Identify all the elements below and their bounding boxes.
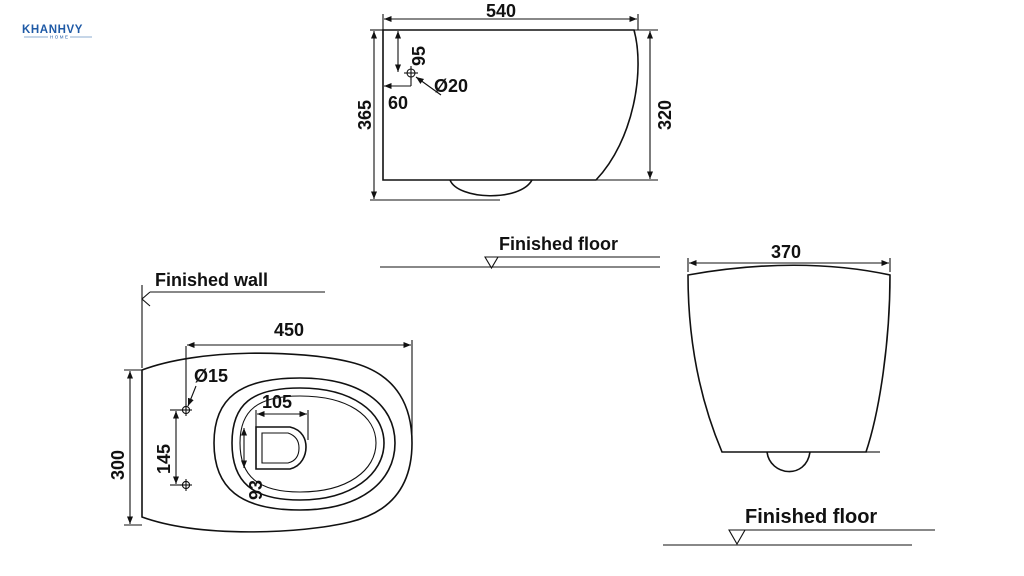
finished-floor-middle: Finished floor [380, 234, 660, 270]
floor-level-symbol-right [728, 529, 746, 546]
plan-bowl [239, 395, 377, 493]
outlet-width-dimension: 105 [262, 392, 292, 412]
plan-outlet-outer [255, 426, 307, 470]
plan-width-dimension: 300 [108, 450, 128, 480]
side-width-dimension: 540 [486, 1, 516, 21]
front-view-outlet [766, 451, 811, 473]
bolt-spacing-dimension: 145 [154, 444, 174, 474]
side-height-left-dimension: 365 [355, 100, 375, 130]
front-view-body-outline [687, 264, 891, 453]
plan-seat-inner [231, 387, 385, 501]
inlet-offset-top-dimension: 95 [409, 46, 429, 66]
logo-name: KHANHVY [22, 24, 83, 36]
outlet-depth-dimension: 93 [246, 480, 266, 500]
front-width-dimension: 370 [771, 242, 801, 262]
wall-symbol [141, 291, 151, 307]
side-height-right-dimension: 320 [655, 100, 675, 130]
plan-outer-outline [141, 352, 413, 533]
inlet-diameter-label: Ø20 [434, 76, 468, 96]
plan-view: Finished wall 450 300 [108, 270, 413, 533]
floor-label-middle: Finished floor [499, 234, 618, 254]
finished-floor-right: Finished floor [663, 506, 935, 546]
inlet-offset-left-dimension: 60 [388, 93, 408, 113]
plan-length-dimension: 450 [274, 320, 304, 340]
side-view-outlet [449, 179, 533, 197]
brand-logo: KHANHVY HOME [22, 24, 92, 40]
logo-tagline: HOME [50, 35, 70, 40]
floor-label-right: Finished floor [745, 506, 877, 528]
wall-label: Finished wall [155, 270, 268, 290]
floor-level-symbol [484, 256, 499, 270]
plan-seat-outer [213, 377, 396, 511]
side-view: 540 365 320 95 60 Ø20 [355, 1, 675, 201]
plan-outlet-inner [261, 432, 300, 464]
bolt-diameter-label: Ø15 [194, 366, 228, 386]
front-view: 370 [687, 242, 891, 473]
